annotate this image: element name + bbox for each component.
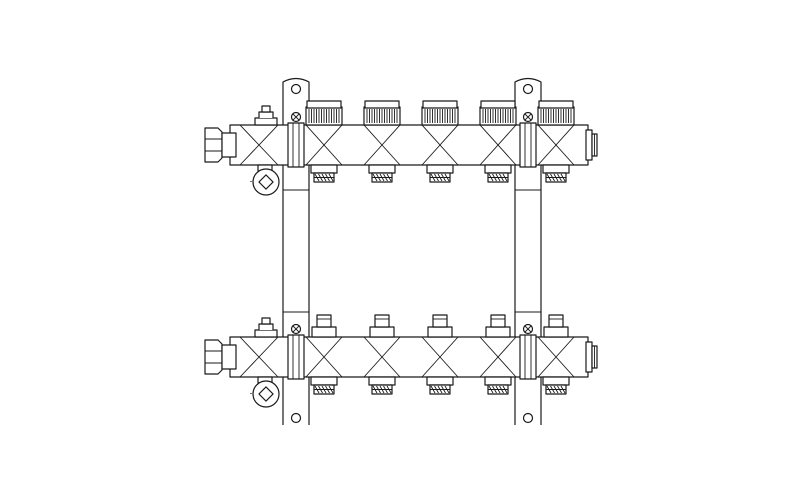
valve-stem-icon xyxy=(311,314,337,338)
outlet-5 xyxy=(537,314,575,395)
manifold-bar-supply xyxy=(204,100,598,196)
drain-valve-icon xyxy=(250,164,280,196)
outlet-3 xyxy=(421,314,459,395)
outlet-nipple-icon xyxy=(310,164,338,183)
valve-stem-icon xyxy=(485,314,511,338)
valve-stem-icon xyxy=(543,314,569,338)
outlet-5 xyxy=(537,100,575,183)
valve-stem-icon xyxy=(369,314,395,338)
outlet-nipple-icon xyxy=(426,164,454,183)
inlet-cross-section xyxy=(239,336,279,378)
outlet-4 xyxy=(479,314,517,395)
outlet-2 xyxy=(363,100,401,183)
flow-meter-cap-icon xyxy=(363,100,401,126)
outlet-4 xyxy=(479,100,517,183)
clamp-screw-icon xyxy=(522,323,534,335)
flow-meter-cap-icon xyxy=(537,100,575,126)
flow-meter-cap-icon xyxy=(421,100,459,126)
bracket-clamp-right xyxy=(519,111,537,168)
outlet-nipple-icon xyxy=(542,164,570,183)
flow-meter-cap-icon xyxy=(305,100,343,126)
outlet-nipple-icon xyxy=(368,164,396,183)
end-plug-icon xyxy=(585,129,598,161)
bracket-clamp-left xyxy=(287,111,305,168)
manifold-bar-return xyxy=(204,314,598,408)
outlet-1 xyxy=(305,100,343,183)
outlet-3 xyxy=(421,100,459,183)
inlet-union xyxy=(204,339,237,375)
inlet-cross-section xyxy=(239,124,279,166)
outlet-nipple-icon xyxy=(484,376,512,395)
flow-meter-cap-icon xyxy=(479,100,517,126)
outlet-nipple-icon xyxy=(310,376,338,395)
outlet-nipple-icon xyxy=(368,376,396,395)
outlet-nipple-icon xyxy=(426,376,454,395)
outlet-nipple-icon xyxy=(542,376,570,395)
air-vent-icon xyxy=(254,317,278,338)
end-plug-icon xyxy=(585,341,598,373)
valve-stem-icon xyxy=(427,314,453,338)
clamp-screw-icon xyxy=(290,323,302,335)
outlet-1 xyxy=(305,314,343,395)
outlet-2 xyxy=(363,314,401,395)
outlet-nipple-icon xyxy=(484,164,512,183)
drain-valve-icon xyxy=(250,376,280,408)
inlet-union xyxy=(204,127,237,163)
air-vent-icon xyxy=(254,105,278,126)
bracket-clamp-left xyxy=(287,323,305,380)
bracket-clamp-right xyxy=(519,323,537,380)
clamp-screw-icon xyxy=(522,111,534,123)
clamp-screw-icon xyxy=(290,111,302,123)
